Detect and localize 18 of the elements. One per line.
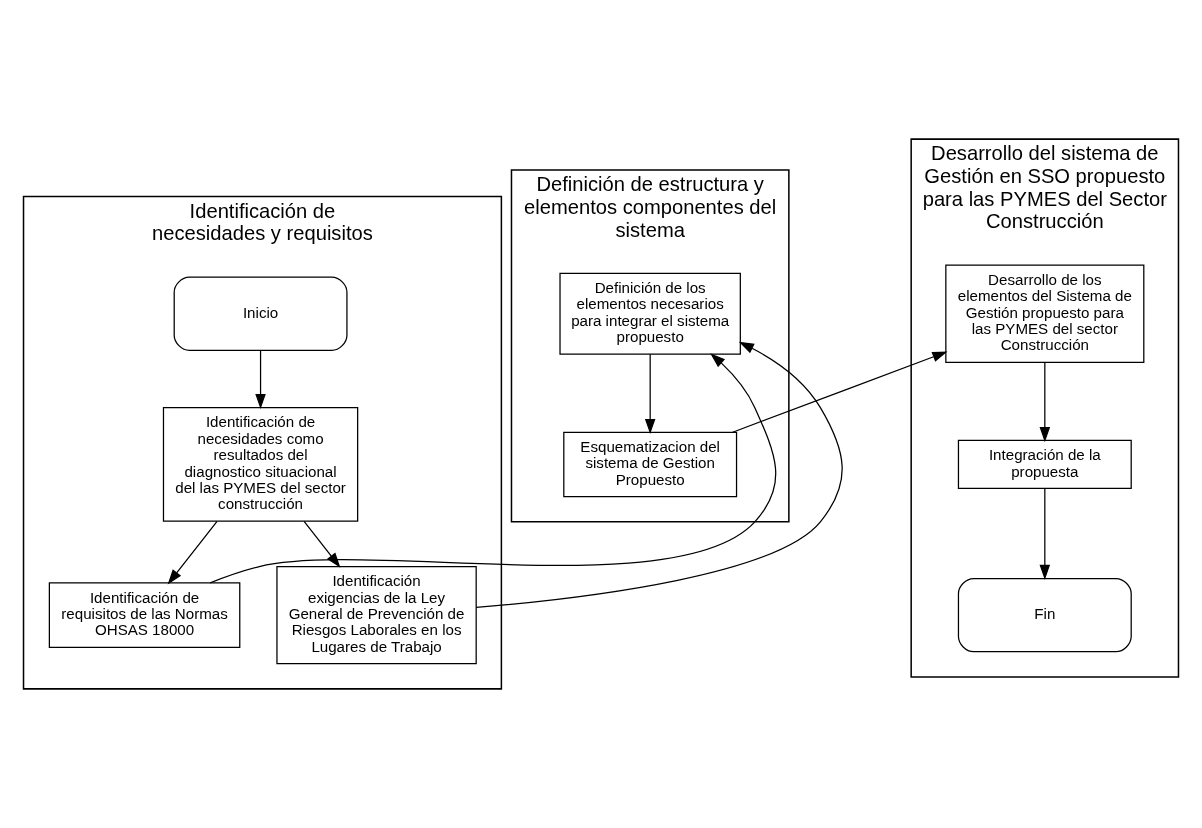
arrow (1039, 487, 1051, 580)
arrow (732, 351, 948, 433)
node-box: Inicio (173, 276, 348, 351)
arrow (255, 349, 266, 410)
arrow (303, 520, 341, 568)
arrow (1039, 361, 1051, 443)
arrow (209, 353, 777, 584)
node-box: Identificación exigencias de la Ley General de Prevención de Riesgos Laborales en los Lugares de Trabajo (276, 565, 477, 665)
node-box: Fin (957, 577, 1132, 653)
node-box: Esquematizacion del sistema de Gestion Propuesto (563, 431, 738, 498)
node-box: Integración de la propuesta (957, 439, 1132, 489)
node-box: Identificación de requisitos de las Normas OHSAS 18000 (48, 582, 241, 648)
node-box: Identificación de necesidades como resultados del diagnostico situacional del las PYMES del sector construcción (162, 407, 359, 522)
arrow (475, 341, 843, 609)
arrow (644, 353, 656, 435)
arrow (167, 520, 218, 585)
node-box: Desarrollo de los elementos del Sistema de Gestión propuesto para las PYMES del sector Construcción (945, 264, 1145, 363)
node-box: Definición de los elementos necesarios para integrar el sistema propuesto (559, 272, 741, 355)
